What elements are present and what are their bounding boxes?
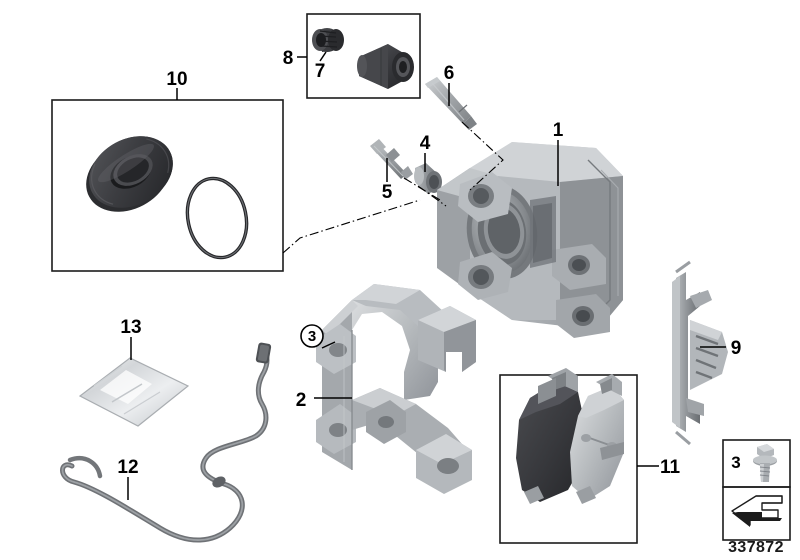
callout-11: 11 xyxy=(660,457,681,478)
callout-12: 12 xyxy=(117,457,138,478)
part-brake-caliper-housing xyxy=(437,142,623,338)
part-bleeder-valve xyxy=(370,139,413,180)
legend-panel: 3 xyxy=(722,439,791,541)
installation-direction-arrow-icon xyxy=(731,495,783,527)
callout-7: 7 xyxy=(315,61,326,82)
callout-3-ring xyxy=(300,324,324,348)
callout-13: 13 xyxy=(120,317,141,338)
part-guide-bolt-cap xyxy=(312,28,344,52)
callout-4: 4 xyxy=(420,133,431,154)
part-pad-wear-sensor xyxy=(60,342,272,543)
assembly-line-cap xyxy=(417,185,447,207)
part-pad-retaining-spring xyxy=(672,260,728,446)
guide-bolt-kit-box xyxy=(306,13,421,99)
part-guide-pin-boot xyxy=(357,44,414,89)
callout-2: 2 xyxy=(296,390,307,411)
callout-5: 5 xyxy=(382,182,393,203)
callout-3-circled: 3 xyxy=(300,324,336,349)
assembly-line-guide-pin xyxy=(461,121,504,191)
part-o-ring-seal xyxy=(185,176,249,260)
callout-10: 10 xyxy=(166,69,187,90)
piston-seal-kit-box xyxy=(51,99,284,272)
callout-9: 9 xyxy=(731,338,742,359)
callout-6: 6 xyxy=(444,63,455,84)
flange-bolt-icon xyxy=(753,444,777,482)
part-guide-pin-bolt xyxy=(425,77,477,130)
part-caliper-carrier-bracket xyxy=(316,284,476,494)
legend-bottom-cell xyxy=(722,486,791,541)
part-piston-dust-boot xyxy=(86,136,173,212)
drawing-number: 337872 xyxy=(728,539,784,556)
callout-1: 1 xyxy=(553,120,564,141)
legend-item-number: 3 xyxy=(731,453,740,472)
part-brake-pad-outer xyxy=(516,368,584,504)
part-lubricant-sachet xyxy=(78,357,190,427)
callout-8: 8 xyxy=(283,48,294,69)
assembly-line-seal-kit xyxy=(282,199,421,254)
callout-3: 3 xyxy=(308,328,316,345)
part-bleeder-valve-cap xyxy=(414,163,442,194)
part-brake-pad-inner xyxy=(570,374,624,504)
leader-7 xyxy=(319,51,327,62)
